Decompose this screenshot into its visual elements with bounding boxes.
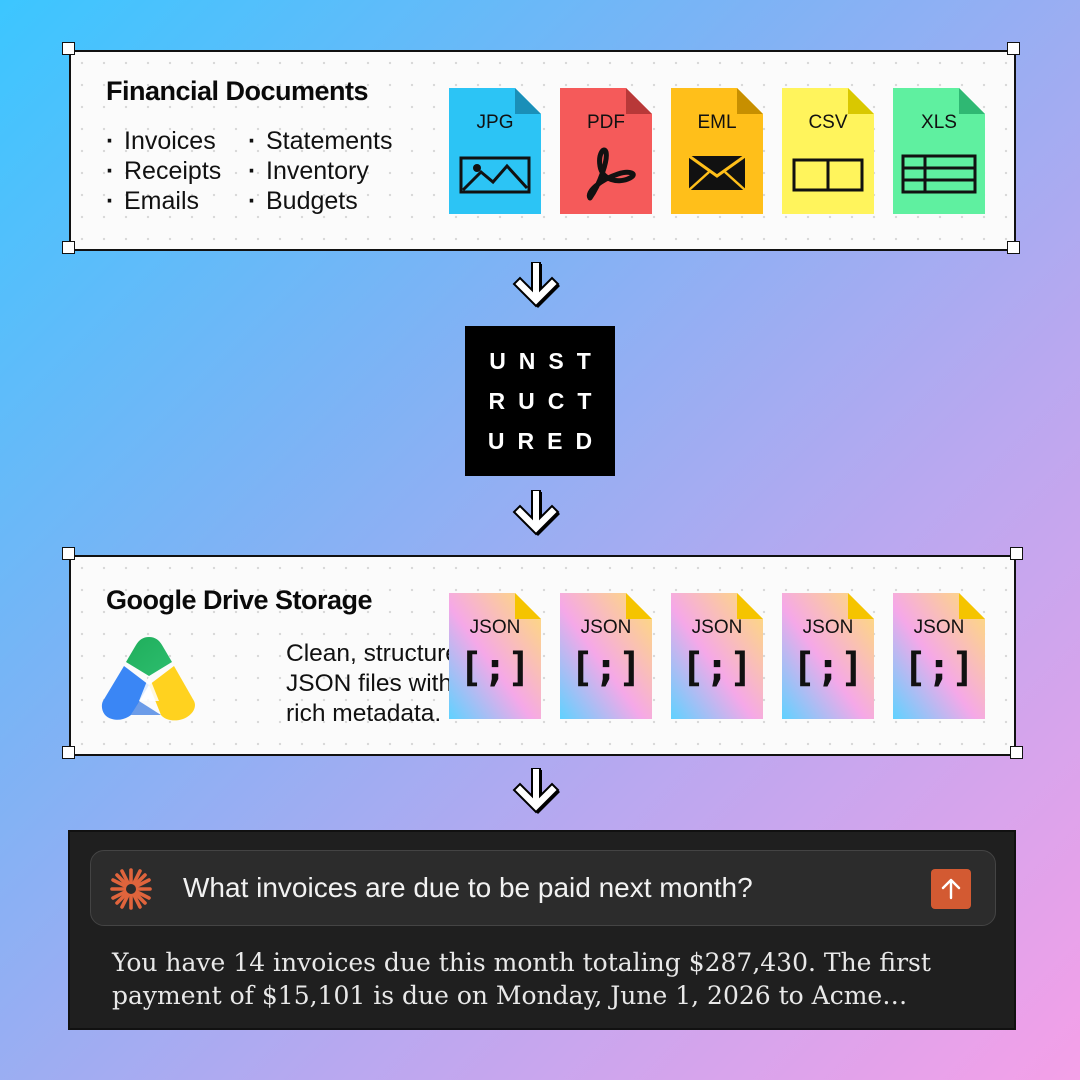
logo-text-row: UNST (489, 348, 604, 374)
two-cell-table-icon (792, 158, 864, 192)
arrow-up-icon (941, 878, 961, 900)
file-type-label: JSON (469, 617, 521, 638)
list-item: Statements (248, 126, 392, 156)
description-line: Clean, structured (286, 640, 473, 667)
list-item: Invoices (106, 126, 221, 156)
chat-question-text[interactable]: What invoices are due to be paid next mo… (183, 872, 753, 903)
chat-answer: You have 14 invoices due this month tota… (112, 946, 992, 1012)
description-line: rich metadata. (286, 700, 442, 727)
resize-handle[interactable] (1010, 746, 1023, 759)
description-line: JSON files with (286, 670, 453, 697)
document-types-right-list: Statements Inventory Budgets (248, 126, 392, 216)
down-arrow-icon (512, 768, 560, 814)
json-glyph: [;] (902, 645, 976, 691)
json-glyph: [;] (791, 645, 865, 691)
file-type-label: XLS (921, 112, 957, 133)
list-item: Receipts (106, 156, 221, 186)
spreadsheet-icon (901, 154, 977, 194)
json-glyph: [;] (569, 645, 643, 691)
file-json-icon: JSON [;] (782, 593, 874, 719)
acrobat-icon (586, 147, 636, 201)
file-type-label: JSON (691, 617, 743, 638)
resize-handle[interactable] (1010, 547, 1023, 560)
google-drive-icon (101, 637, 195, 721)
google-drive-storage-title: Google Drive Storage (106, 585, 373, 615)
file-type-label: JSON (580, 617, 632, 638)
file-xls-icon: XLS (893, 88, 985, 214)
document-types-left-list: Invoices Receipts Emails (106, 126, 221, 216)
logo-text-row: RUCT (488, 388, 605, 414)
list-item: Inventory (248, 156, 392, 186)
resize-handle[interactable] (1007, 241, 1020, 254)
answer-line: You have 14 invoices due this month tota… (112, 948, 931, 977)
resize-handle[interactable] (62, 241, 75, 254)
answer-line: payment of $15,101 is due on Monday, Jun… (112, 981, 908, 1010)
unstructured-logo: UNST RUCT URED (465, 326, 615, 476)
file-type-label: CSV (808, 112, 848, 133)
chat-input-box[interactable]: What invoices are due to be paid next mo… (90, 850, 996, 926)
resize-handle[interactable] (1007, 42, 1020, 55)
send-button[interactable] (931, 869, 971, 909)
json-glyph: [;] (458, 645, 532, 691)
file-eml-icon: EML (671, 88, 763, 214)
file-type-label: JSON (802, 617, 854, 638)
list-item: Budgets (248, 186, 392, 216)
file-type-label: JPG (476, 112, 514, 133)
file-json-icon: JSON [;] (671, 593, 763, 719)
file-pdf-icon: PDF (560, 88, 652, 214)
file-csv-icon: CSV (782, 88, 874, 214)
resize-handle[interactable] (62, 42, 75, 55)
storage-description: Clean, structured JSON files with rich m… (286, 639, 496, 729)
envelope-icon (688, 154, 746, 191)
sparkle-icon (110, 868, 152, 910)
json-glyph: [;] (680, 645, 754, 691)
financial-documents-title: Financial Documents (106, 76, 369, 106)
google-drive-storage-panel: Google Drive Storage Clean, structured J… (69, 555, 1016, 756)
file-json-icon: JSON [;] (449, 593, 541, 719)
logo-text-row: URED (487, 428, 606, 454)
file-jpg-icon: JPG (449, 88, 541, 214)
file-json-icon: JSON [;] (560, 593, 652, 719)
file-type-label: JSON (913, 617, 965, 638)
list-item: Emails (106, 186, 221, 216)
resize-handle[interactable] (62, 746, 75, 759)
file-json-icon: JSON [;] (893, 593, 985, 719)
file-type-label: EML (697, 112, 737, 133)
chat-panel: What invoices are due to be paid next mo… (68, 830, 1016, 1030)
image-icon (459, 156, 531, 194)
financial-documents-panel: Financial Documents Invoices Receipts Em… (69, 50, 1016, 251)
file-type-label: PDF (587, 112, 625, 133)
resize-handle[interactable] (62, 547, 75, 560)
down-arrow-icon (512, 262, 560, 308)
down-arrow-icon (512, 490, 560, 536)
